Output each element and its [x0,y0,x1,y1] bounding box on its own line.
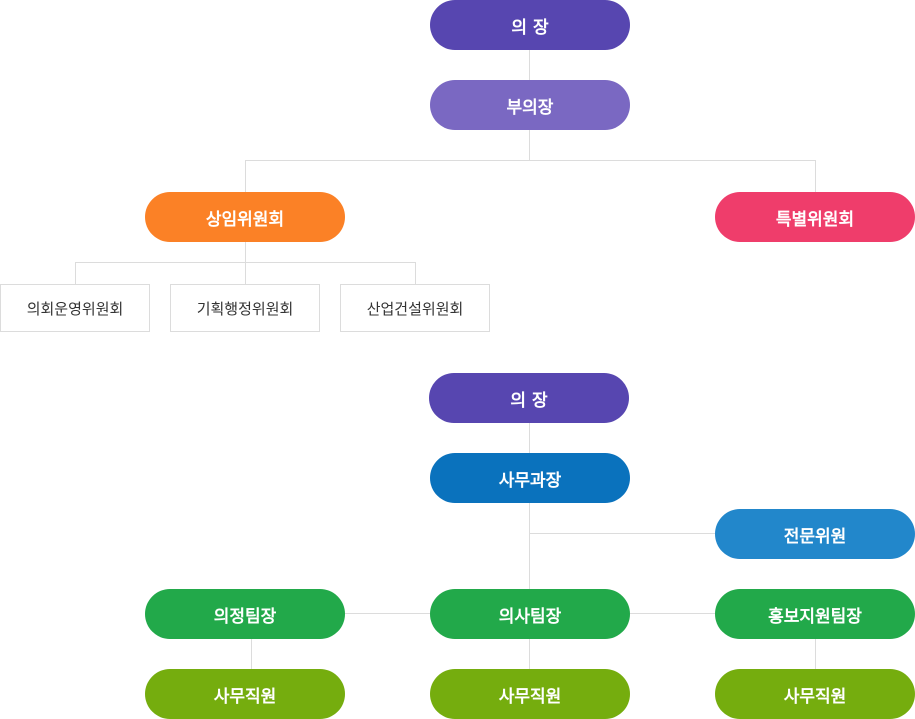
standing-committee-node: 상임위원회 [145,192,345,242]
team-node-legislative: 의정팀장 [145,589,345,639]
chairman-node: 의 장 [430,0,630,50]
connector-line [251,639,252,669]
expert-member-node: 전문위원 [715,509,915,559]
connector-line [815,160,816,192]
special-committee-node: 특별위원회 [715,192,915,242]
connector-line [245,160,246,192]
connector-line [75,262,76,284]
staff-node-publicity: 사무직원 [715,669,915,719]
connector-line [245,242,246,262]
chairman-node-secretariat: 의 장 [429,373,629,423]
connector-line [529,639,530,669]
connector-line [345,613,430,614]
sub-committee-industry: 산업건설위원회 [340,284,490,332]
staff-node-legislative: 사무직원 [145,669,345,719]
connector-line [415,262,416,284]
connector-line [630,613,715,614]
team-node-publicity: 홍보지원팀장 [715,589,915,639]
staff-node-proceedings: 사무직원 [430,669,630,719]
sub-committee-operations: 의회운영위원회 [0,284,150,332]
connector-line [815,639,816,669]
team-node-proceedings: 의사팀장 [430,589,630,639]
connector-line [529,533,715,534]
connector-line [245,262,246,284]
connector-line [245,160,816,161]
secretariat-head-node: 사무과장 [430,453,630,503]
vice-chairman-node: 부의장 [430,80,630,130]
connector-line [529,423,530,589]
sub-committee-planning: 기획행정위원회 [170,284,320,332]
